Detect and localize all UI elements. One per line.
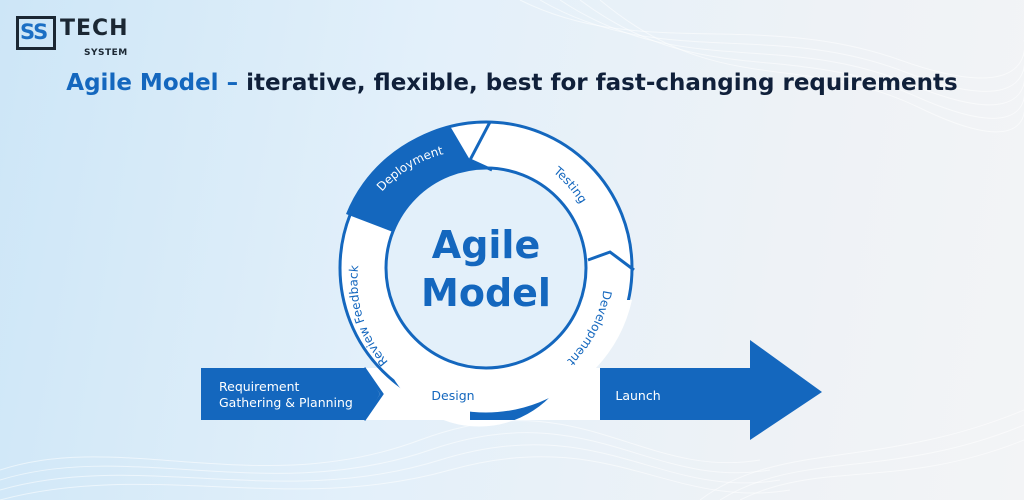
headline-rest: iterative, flexible, best for fast-chang… xyxy=(246,70,958,96)
logo-tech-text: TECH xyxy=(60,16,129,41)
deployment-segment xyxy=(346,126,490,232)
page-headline: Agile Model – iterative, flexible, best … xyxy=(0,70,1024,96)
separator-chevron-bottom xyxy=(362,367,384,421)
cycle-ring-inner xyxy=(384,166,588,370)
logo-frame xyxy=(16,16,56,50)
center-title-line1: Agile xyxy=(432,223,540,267)
ring-design-join xyxy=(388,368,600,427)
ring-launch-edge xyxy=(570,300,632,368)
logo-system-text: SYSTEM xyxy=(84,48,128,58)
flow-label-launch: Launch xyxy=(615,388,660,403)
logo-letters: SS xyxy=(20,20,48,44)
separator-chevron-right xyxy=(587,250,635,272)
headline-lead: Agile Model – xyxy=(66,70,239,96)
flow-label-design: Design xyxy=(431,388,474,403)
flow-label-gathering-planning: Gathering & Planning xyxy=(219,395,353,410)
center-title-line2: Model xyxy=(421,271,551,315)
separator-chevron-top xyxy=(467,121,493,172)
flow-label-requirement: Requirement xyxy=(219,379,299,394)
company-logo: SS TECH SYSTEM xyxy=(16,14,129,62)
